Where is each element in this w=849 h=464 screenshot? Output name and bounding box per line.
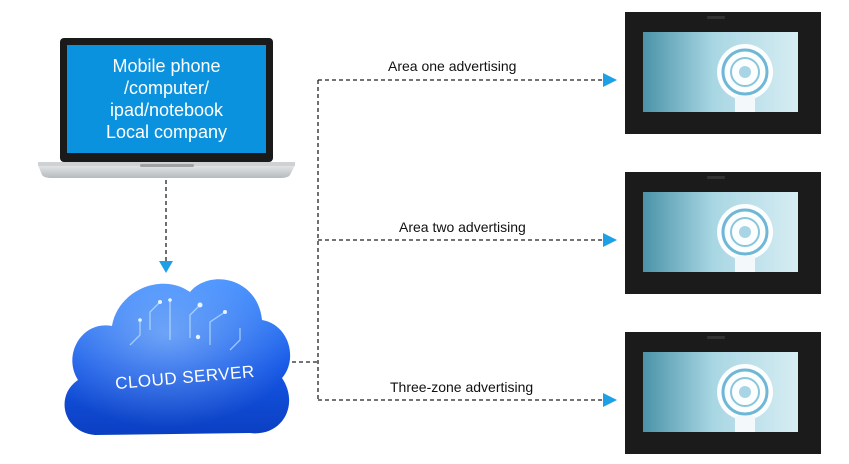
fan-icon [717, 44, 773, 112]
monitor-3 [625, 332, 821, 454]
arrow-heads [159, 73, 617, 407]
connector-lines [165, 79, 603, 401]
laptop-line-3: ipad/notebook [109, 100, 224, 120]
monitor-2 [625, 172, 821, 294]
area-label-3: Three-zone advertising [390, 379, 534, 395]
laptop-line-1: Mobile phone [112, 56, 221, 76]
monitor-1 [625, 12, 821, 134]
area-label-1: Area one advertising [388, 58, 517, 74]
laptop-line-2: /computer/ [123, 78, 210, 98]
fan-icon [717, 364, 773, 432]
arrow-right-icon-3 [603, 393, 617, 407]
arrow-down-icon [159, 261, 173, 273]
laptop-line-4: Local company [105, 122, 228, 142]
circuit-nodes [138, 298, 227, 340]
laptop-screen-text: Mobile phone /computer/ ipad/notebook Lo… [67, 45, 266, 153]
cloud-icon [64, 279, 291, 435]
arrow-right-icon-2 [603, 233, 617, 247]
area-label-2: Area two advertising [399, 219, 526, 235]
circuit-icon [129, 300, 241, 351]
fan-icon [717, 204, 773, 272]
arrow-right-icon-1 [603, 73, 617, 87]
laptop-icon [38, 38, 295, 178]
